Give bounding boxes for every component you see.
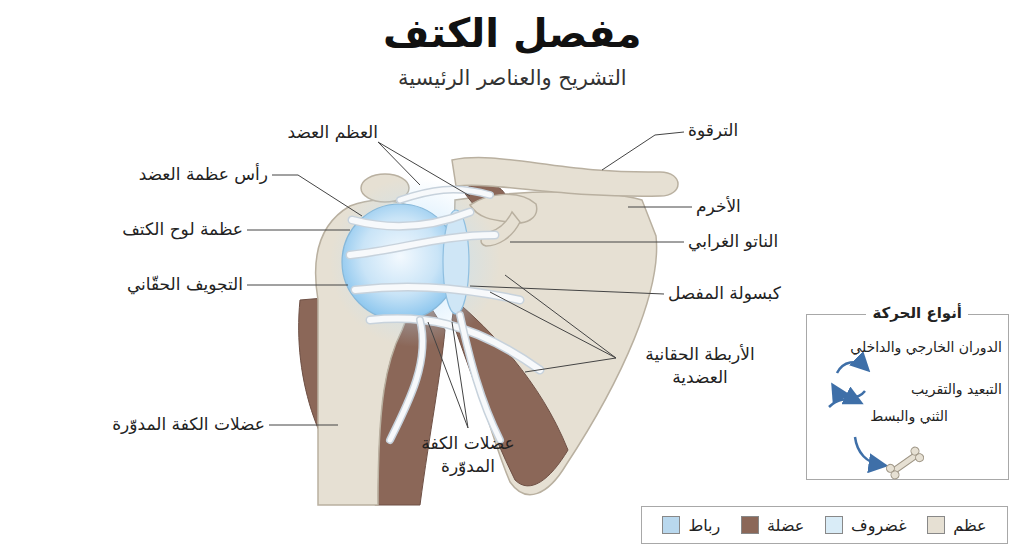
part-label: الأخرم — [696, 196, 741, 216]
leader-line — [628, 207, 692, 208]
leader-line — [247, 285, 348, 286]
legend-swatch — [927, 516, 945, 534]
rotate-arrow — [835, 389, 865, 398]
part-label: عضلات الكفة المدوّرة — [112, 414, 265, 434]
part-label: العظم العضد — [287, 122, 378, 142]
part-label: عظمة لوح الكتف — [122, 219, 243, 239]
legend-swatch — [662, 516, 680, 534]
motion-type: الدوران الخارجي والداخلي — [850, 339, 1002, 355]
ligament — [355, 287, 520, 300]
subtitle: التشريح والعناصر الرئيسية — [398, 66, 627, 90]
ligament — [460, 315, 500, 440]
motion-type: التبعيد والتقريب — [911, 381, 1002, 397]
box-heading: أنواع الحركة — [866, 304, 968, 322]
ligament — [352, 212, 470, 226]
info-box: أنواع الحركةالدوران الخارجي والداخليالتب… — [806, 314, 1009, 480]
part-label: كبسولة المفصل — [668, 283, 781, 303]
acromion — [470, 194, 537, 223]
flex-arrow — [855, 437, 881, 465]
motion-type: الثني والبسط — [870, 408, 948, 424]
leader-line — [490, 292, 616, 358]
rotate-arrow — [837, 362, 865, 373]
leader-line — [428, 322, 468, 428]
leader-lines — [247, 132, 692, 428]
legend-text: عضلة — [767, 516, 804, 535]
ligament — [350, 235, 495, 255]
part-label: الناتو الغرابي — [688, 231, 778, 251]
part-label: التجويف الحقّاني — [127, 274, 243, 294]
leader-line — [269, 425, 338, 426]
legend-item: عضلة — [741, 516, 804, 535]
leader-line — [470, 286, 664, 294]
ligaments — [350, 190, 540, 440]
title: مفصل الكتف — [383, 10, 642, 56]
ligament — [400, 190, 490, 200]
leader-line — [452, 322, 468, 428]
legend-swatch — [825, 516, 843, 534]
legend-box: عظم غضروف عضلة رباط — [641, 506, 1008, 544]
leader-line — [378, 142, 470, 196]
legend-text: رباط — [688, 516, 720, 535]
leader-line — [510, 242, 684, 243]
legend-text: غضروف — [851, 516, 906, 535]
bone-icon — [885, 446, 925, 481]
glenoid-cavity — [443, 210, 469, 314]
legend-item: رباط — [662, 516, 720, 535]
ligament — [400, 190, 490, 200]
ligament — [390, 320, 423, 440]
part-label: عضلات الكفة المدوّرة — [412, 432, 524, 478]
legend-swatch — [741, 516, 759, 534]
leader-line — [525, 358, 616, 372]
ligament — [355, 287, 520, 300]
part-label: الترقوة — [688, 120, 738, 140]
leader-line — [505, 275, 616, 358]
part-label: الأربطة الحقانية العضدية — [620, 343, 780, 389]
abduct-arrow — [829, 399, 857, 407]
coracoid — [481, 212, 520, 246]
part-label: رأس عظمة العضد — [139, 164, 268, 184]
leader-line — [247, 230, 350, 231]
leader-line — [602, 132, 684, 170]
legend-item: غضروف — [825, 516, 906, 535]
leader-line — [272, 175, 362, 216]
ligament — [352, 212, 470, 226]
legend-item: عظم — [927, 516, 986, 535]
ligament — [390, 320, 423, 440]
legend-text: عظم — [953, 516, 986, 535]
ligament — [460, 315, 500, 440]
ligament — [350, 235, 495, 255]
